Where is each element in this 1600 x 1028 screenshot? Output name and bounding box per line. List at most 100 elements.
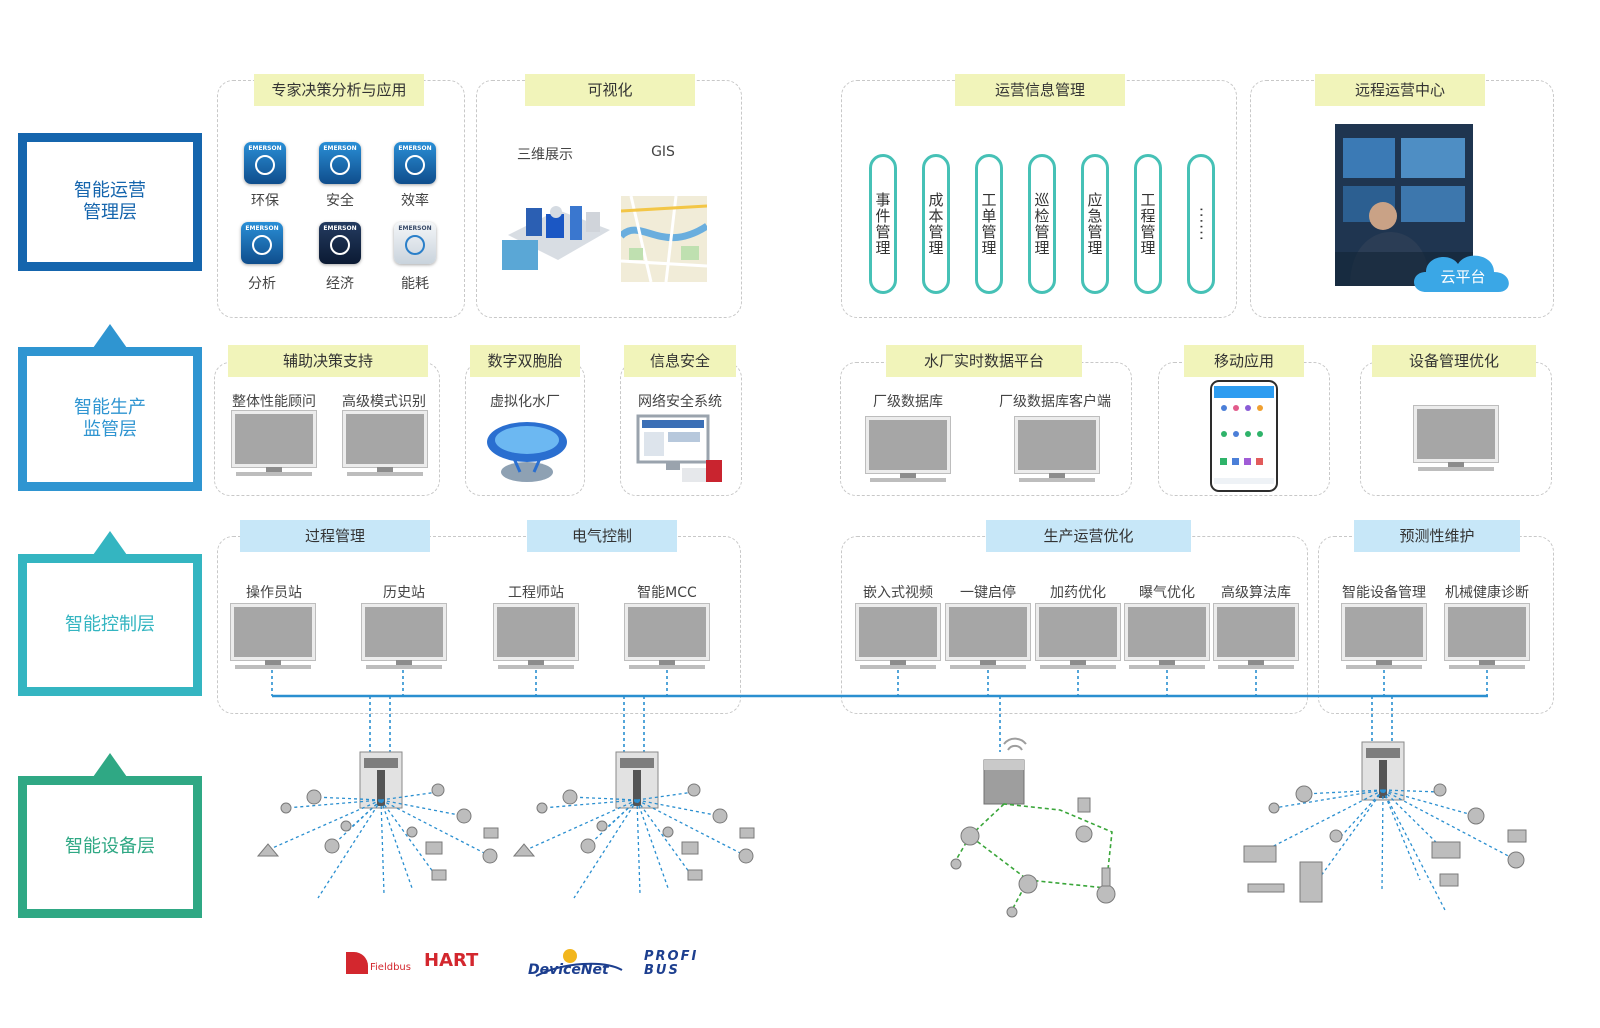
station-monitor-icon[interactable]: [494, 604, 578, 672]
app-label: 效率: [401, 193, 429, 209]
monitor-icon: [232, 411, 316, 479]
app-label: 分析: [248, 276, 276, 292]
station-monitor-icon[interactable]: [946, 604, 1030, 672]
field-instrument-icon: [1243, 783, 1527, 903]
station-monitor-icon[interactable]: [231, 604, 315, 672]
controller-drops: [369, 696, 1393, 752]
app-label: 能耗: [401, 276, 429, 292]
station-monitor-icon[interactable]: [1445, 604, 1529, 672]
station-label: 智能MCC: [637, 585, 697, 601]
plant-db-client-label: 厂级数据库客户端: [999, 394, 1111, 410]
field-instrument-icon: [256, 783, 499, 881]
app-icon-safety[interactable]: EMERSON: [319, 142, 361, 184]
station-label: 历史站: [383, 585, 425, 601]
mobile-phone-icon: [1210, 380, 1278, 492]
station-monitor-icon[interactable]: [1125, 604, 1209, 672]
field-instrument-icon: [512, 783, 755, 881]
layer-operation-box: 智能运营 管理层: [18, 133, 202, 271]
plant-db-label: 厂级数据库: [873, 394, 943, 410]
info-header: 运营信息管理: [955, 74, 1125, 106]
pill-emergency-mgmt[interactable]: 应急管理: [1081, 154, 1109, 294]
security-header: 信息安全: [624, 345, 736, 377]
3d-plant-icon: [502, 206, 610, 270]
app-icon-analysis[interactable]: EMERSON: [241, 222, 283, 264]
monitor-icon: [1015, 417, 1099, 485]
gis-map-icon: [621, 196, 707, 282]
pill-event-mgmt[interactable]: 事件管理: [869, 154, 897, 294]
electric-header: 电气控制: [527, 520, 677, 552]
layer-arrow-up-icon: [93, 324, 127, 348]
layer-control-label: 智能控制层: [65, 614, 155, 635]
station-label: 一键启停: [960, 585, 1016, 601]
wireless-instrument-icon: [950, 797, 1116, 918]
pill-patrol-mgmt[interactable]: 巡检管理: [1028, 154, 1056, 294]
expert-header: 专家决策分析与应用: [254, 74, 424, 106]
device-mgmt-header: 设备管理优化: [1372, 345, 1536, 377]
3d-display-label: 三维展示: [517, 147, 573, 163]
monitor-icon: [343, 411, 427, 479]
network-security-label: 网络安全系统: [638, 394, 722, 410]
fieldbus-logo-text: Fieldbus: [370, 962, 411, 973]
security-system-icon: [636, 414, 722, 482]
profibus-logo: PROFI BUS: [644, 949, 699, 978]
station-monitor-icon[interactable]: [1036, 604, 1120, 672]
mobile-header: 移动应用: [1184, 345, 1304, 377]
pill-project-mgmt[interactable]: 工程管理: [1134, 154, 1162, 294]
station-monitor-icon[interactable]: [1214, 604, 1298, 672]
station-label: 加药优化: [1050, 585, 1106, 601]
station-monitor-icon[interactable]: [1342, 604, 1426, 672]
twin-header: 数字双胞胎: [470, 345, 580, 377]
app-icon-energy[interactable]: EMERSON: [394, 222, 436, 264]
station-monitor-icon[interactable]: [856, 604, 940, 672]
process-electric-panel: [217, 536, 741, 714]
station-monitor-icon[interactable]: [362, 604, 446, 672]
assist-header: 辅助决策支持: [228, 345, 428, 377]
pill-more[interactable]: ······: [1187, 154, 1215, 294]
app-icon-env[interactable]: EMERSON: [244, 142, 286, 184]
layer-production-label: 智能生产 监管层: [74, 397, 146, 440]
pattern-recog-label: 高级模式识别: [342, 394, 426, 410]
virtual-plant-label: 虚拟化水厂: [490, 394, 560, 410]
app-icon-economy[interactable]: EMERSON: [319, 222, 361, 264]
station-label: 工程师站: [508, 585, 564, 601]
gis-label: GIS: [651, 144, 675, 160]
station-label: 曝气优化: [1139, 585, 1195, 601]
station-label: 机械健康诊断: [1445, 585, 1529, 601]
fieldbus-logo-icon: [346, 952, 368, 974]
fieldbus-spokes: [1261, 789, 1517, 913]
layer-control-box: 智能控制层: [18, 554, 202, 696]
cloud-label: 云平台: [1440, 268, 1486, 286]
process-header: 过程管理: [240, 520, 430, 552]
layer-operation-label: 智能运营 管理层: [74, 180, 146, 223]
pill-workorder-mgmt[interactable]: 工单管理: [975, 154, 1003, 294]
layer-production-box: 智能生产 监管层: [18, 347, 202, 491]
station-monitor-icon[interactable]: [625, 604, 709, 672]
cloud-icon: [1414, 255, 1509, 292]
app-label: 经济: [326, 276, 354, 292]
app-label: 环保: [251, 193, 279, 209]
app-icon-efficiency[interactable]: EMERSON: [394, 142, 436, 184]
virtual-plant-icon: [487, 422, 567, 482]
monitor-icon: [1414, 406, 1498, 474]
layer-arrow-up-icon: [93, 531, 127, 555]
layer-device-label: 智能设备层: [65, 836, 155, 857]
station-label: 智能设备管理: [1342, 585, 1426, 601]
wireless-gateway-icon: [983, 737, 1027, 805]
fieldbus-spokes: [267, 791, 491, 899]
fieldbus-spokes: [525, 791, 747, 899]
remote-header: 远程运营中心: [1315, 74, 1485, 106]
layer-device-box: 智能设备层: [18, 776, 202, 918]
station-drops: [271, 670, 1488, 696]
monitor-icon: [866, 417, 950, 485]
station-label: 操作员站: [246, 585, 302, 601]
platform-header: 水厂实时数据平台: [886, 345, 1082, 377]
layer-arrow-up-icon: [93, 753, 127, 777]
wireless-mesh: [955, 803, 1113, 911]
app-label: 安全: [326, 193, 354, 209]
production-opt-header: 生产运营优化: [986, 520, 1191, 552]
station-label: 高级算法库: [1221, 585, 1291, 601]
predictive-header: 预测性维护: [1354, 520, 1520, 552]
perf-advisor-label: 整体性能顾问: [232, 394, 316, 410]
visual-header: 可视化: [525, 74, 695, 106]
pill-cost-mgmt[interactable]: 成本管理: [922, 154, 950, 294]
